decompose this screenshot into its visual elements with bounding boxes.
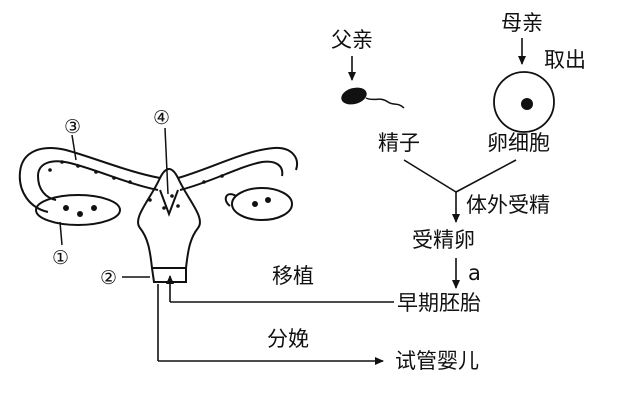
early-embryo-label: 早期胚胎 xyxy=(397,291,481,315)
test-tube-baby-label: 试管婴儿 xyxy=(395,349,479,373)
take-out-label: 取出 xyxy=(544,48,586,72)
egg-label: 卵细胞 xyxy=(487,131,550,155)
egg-illustration xyxy=(493,71,555,133)
step-a-label: a xyxy=(468,261,481,285)
marker-1: ① xyxy=(52,247,69,269)
leader-lines xyxy=(59,127,169,278)
merge-lines xyxy=(403,159,517,193)
marker-2: ② xyxy=(100,267,117,289)
mother-label: 母亲 xyxy=(501,11,543,35)
sperm-illustration xyxy=(341,87,405,109)
left-ovary xyxy=(35,194,121,226)
transplant-path xyxy=(166,275,394,303)
marker-4: ④ xyxy=(153,107,170,129)
ivf-label: 体外受精 xyxy=(466,193,550,217)
zygote-label: 受精卵 xyxy=(412,228,475,252)
transplant-label: 移植 xyxy=(272,264,314,288)
tube-dots xyxy=(48,160,271,217)
delivery-label: 分娩 xyxy=(267,327,309,351)
sperm-label: 精子 xyxy=(378,131,420,155)
right-ovary xyxy=(231,187,293,221)
father-label: 父亲 xyxy=(331,28,373,52)
marker-3: ③ xyxy=(64,116,81,138)
delivery-path xyxy=(157,284,384,365)
